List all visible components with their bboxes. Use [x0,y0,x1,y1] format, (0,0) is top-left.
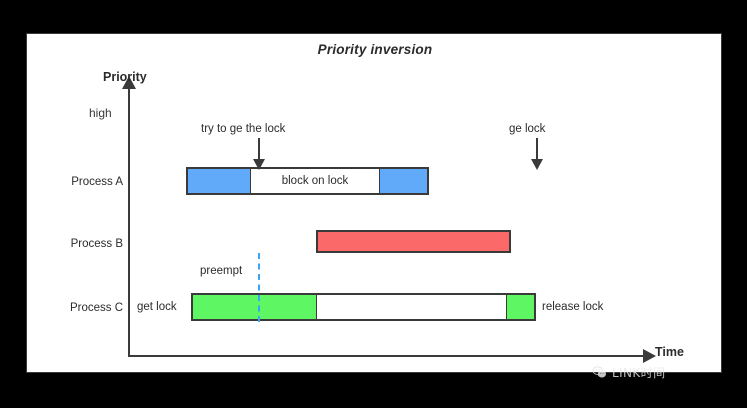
diagram-title: Priority inversion [317,42,433,57]
row-label-process-b: Process B [70,238,123,250]
wechat-icon [592,366,607,378]
annotation-try-lock-arrow-icon [253,159,265,170]
watermark: LINK时间 [592,364,665,381]
timeline-bar-process-a: block on lock [186,167,429,195]
segment-a-blocked: block on lock [249,169,380,193]
label-release-lock: release lock [542,301,604,313]
label-get-lock: get lock [137,301,177,313]
segment-a-running-2 [379,169,427,193]
row-label-process-a: Process A [71,176,123,188]
x-axis-line [128,355,646,357]
timeline-bar-process-c [191,293,536,321]
y-axis-arrowhead-icon [122,76,136,89]
segment-a-running-1 [188,169,250,193]
segment-c-running-1 [193,295,316,319]
timeline-bar-process-b [316,230,511,253]
x-axis-arrowhead-icon [643,349,656,363]
y-axis-label: Priority [103,70,147,84]
row-label-process-c: Process C [69,302,123,314]
annotation-get-lock-arrow-icon [531,159,543,170]
y-axis-tick-high: high [89,106,112,120]
segment-b-running [318,232,509,251]
y-axis-line [128,86,130,357]
annotation-get-lock-label: ge lock [509,123,546,135]
annotation-preempt-label: preempt [200,265,243,277]
watermark-text: LINK时间 [612,366,666,380]
preempt-dashed-line [258,253,260,322]
segment-c-running-2 [506,295,534,319]
segment-c-preempted [315,295,507,319]
annotation-try-lock-line [258,138,260,163]
annotation-try-lock-label: try to ge the lock [201,123,286,135]
annotation-get-lock-line [536,138,538,163]
x-axis-label: Time [655,345,684,359]
diagram-canvas: Priority inversion Priority high Time Pr… [26,33,722,373]
